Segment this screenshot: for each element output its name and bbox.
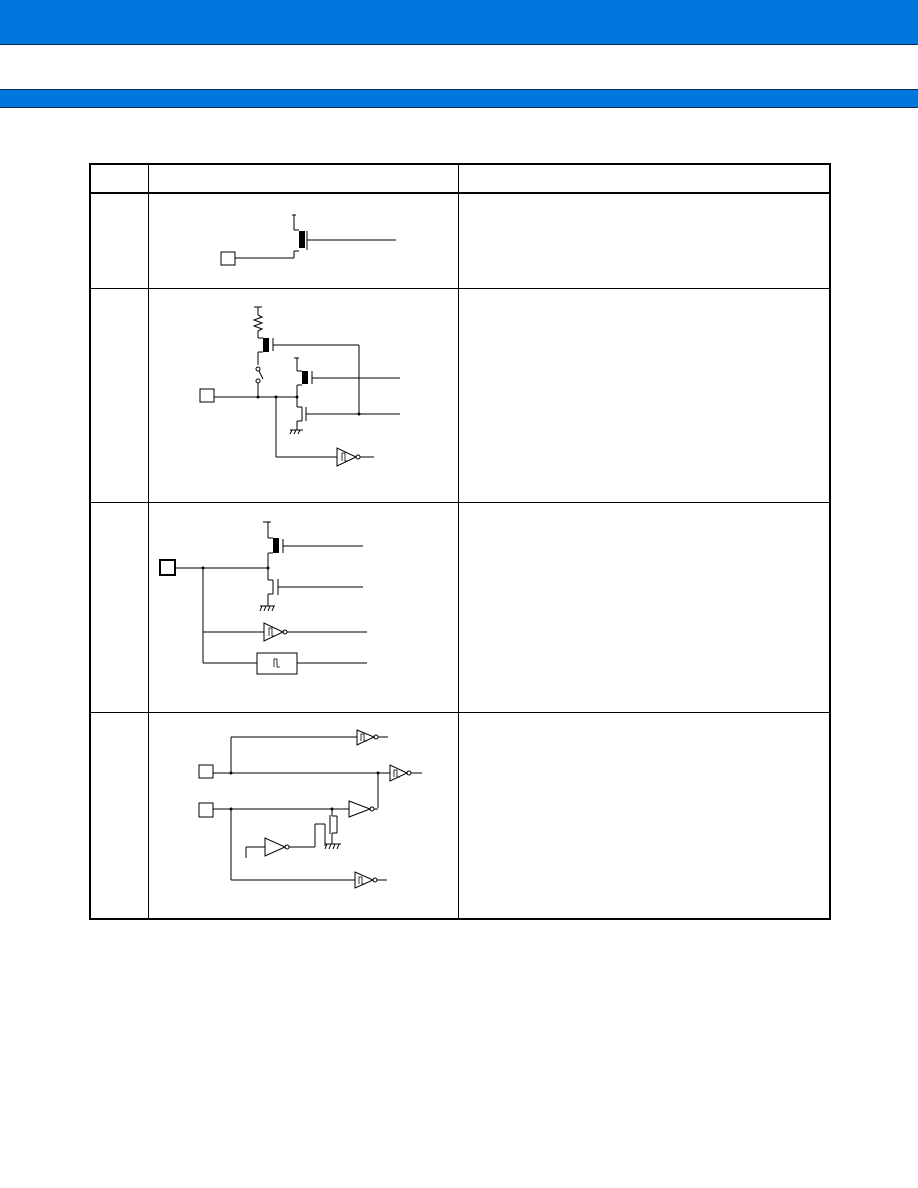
cmos-io-circuit (158, 521, 367, 675)
header-banner (0, 0, 918, 45)
pmos-output-circuit (220, 214, 396, 266)
pullup-io-circuit (199, 306, 400, 467)
circuit-diagram-cell (147, 712, 459, 920)
circuit-column-header (147, 163, 459, 194)
table-row (89, 288, 831, 503)
table-row (89, 712, 831, 920)
table-row (89, 502, 831, 713)
type-column-header (89, 163, 149, 194)
row-type-cell (89, 192, 149, 289)
row-description-cell (457, 502, 831, 713)
section-banner (0, 89, 918, 108)
row-description-cell (457, 288, 831, 503)
table-header-row (89, 163, 831, 194)
circuit-diagram-cell (147, 192, 459, 289)
row-type-cell (89, 712, 149, 920)
row-description-cell (457, 192, 831, 289)
circuit-diagram-cell (147, 502, 459, 713)
row-type-cell (89, 288, 149, 503)
open-drain-io-circuit (198, 729, 422, 889)
circuit-diagram-cell (147, 288, 459, 503)
io-circuit-table (89, 163, 831, 920)
remarks-column-header (457, 163, 831, 194)
row-description-cell (457, 712, 831, 920)
row-type-cell (89, 502, 149, 713)
table-row (89, 192, 831, 289)
